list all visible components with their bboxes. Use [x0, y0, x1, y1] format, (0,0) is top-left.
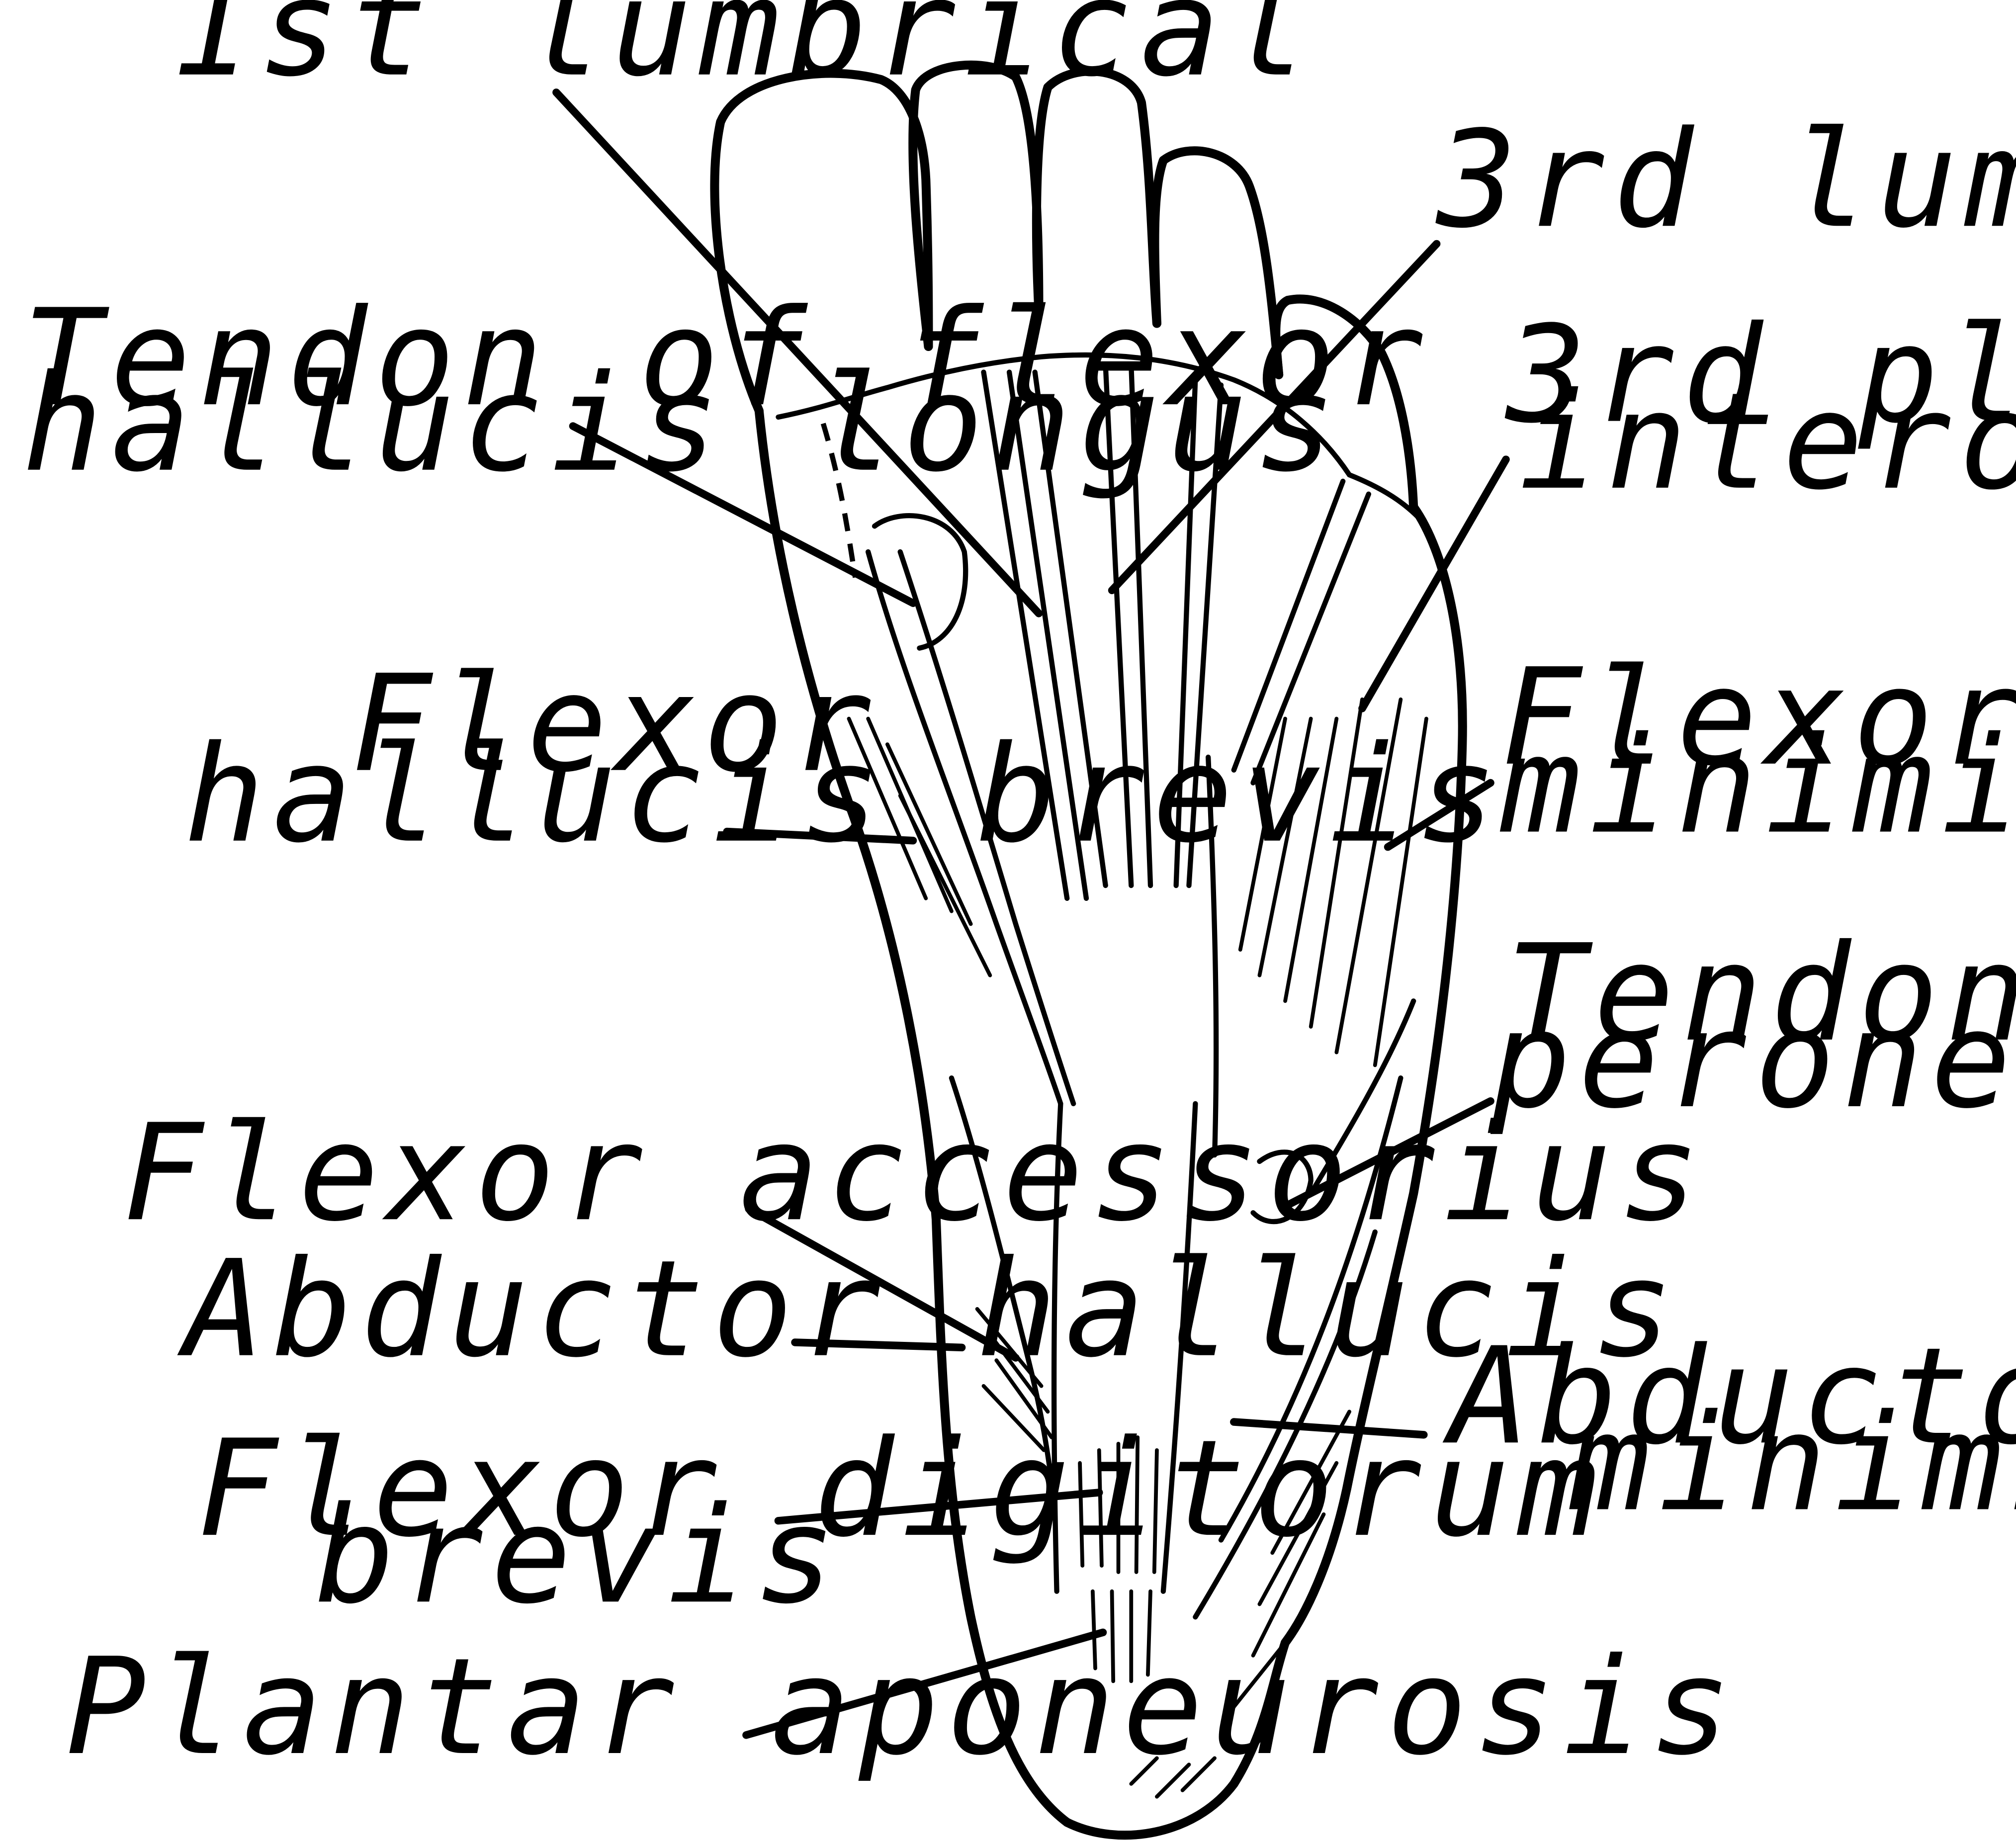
label-plantar-aponeurosis: Plantar aponeurosis [66, 1630, 1739, 1785]
label-fdmb-line2: minimi brevis [1499, 708, 2016, 864]
label-3rd-plantar-line2: interosseus [1519, 364, 2016, 520]
label-tendon-fhl-line2: hallucis longus [22, 347, 1343, 502]
label-fdb-line2: brevis [315, 1478, 844, 1633]
leader-3rd-plantar [1362, 459, 1506, 708]
labels: 1st lumbrical 3rd lumbrical Tendon of fl… [22, 0, 2016, 1785]
label-adm-line2: minimi [1568, 1386, 2016, 1541]
label-fhb-line2: hallucis brevis [184, 717, 1505, 873]
label-1st-lumbrical: 1st lumbrical [172, 0, 1316, 106]
label-flexor-accessorius: Flexor accessorius [122, 1096, 1707, 1251]
label-3rd-lumbrical: 3rd lumbrical [1434, 102, 2016, 258]
metatarsal-head [875, 516, 965, 648]
